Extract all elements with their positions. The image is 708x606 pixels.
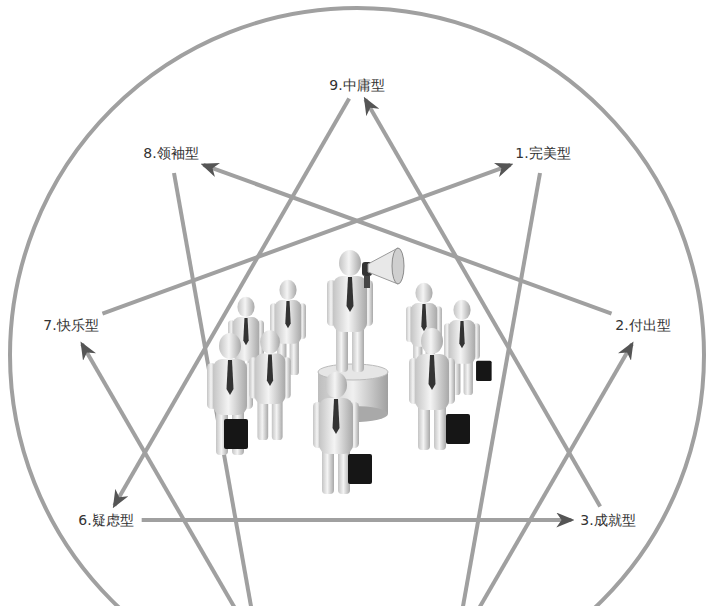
type-name: 8.领袖型 [143,144,198,162]
type-label: 2.付出型 [611,315,674,335]
type-name: 3.成就型 [580,511,635,529]
speaker-figure [327,250,373,372]
megaphone-icon [362,248,404,288]
type-name: 9.中庸型 [329,76,384,94]
person-figure [207,333,253,455]
type-label: 9.中庸型 [325,75,388,95]
person-figure [313,372,372,494]
enneagram-circle [10,8,704,606]
type-arrow [365,99,600,506]
type-label: 8.领袖型 [139,143,202,163]
type-label: 6.疑虑型 [74,510,137,530]
type-name: 2.付出型 [615,316,670,334]
star-line [174,173,257,606]
type-arrow [203,165,611,314]
type-label: 1.完美型 [511,143,574,163]
person-figure [409,328,470,450]
type-label: 3.成就型 [576,510,639,530]
type-name: 6.疑虑型 [78,511,133,529]
type-arrow [142,518,572,522]
type-name: 7.快乐型 [43,316,98,334]
star-arrow [456,344,632,606]
type-arrow [102,165,510,314]
type-label: 7.快乐型 [39,315,102,335]
type-name: 1.完美型 [515,144,570,162]
person-figure [249,330,290,440]
